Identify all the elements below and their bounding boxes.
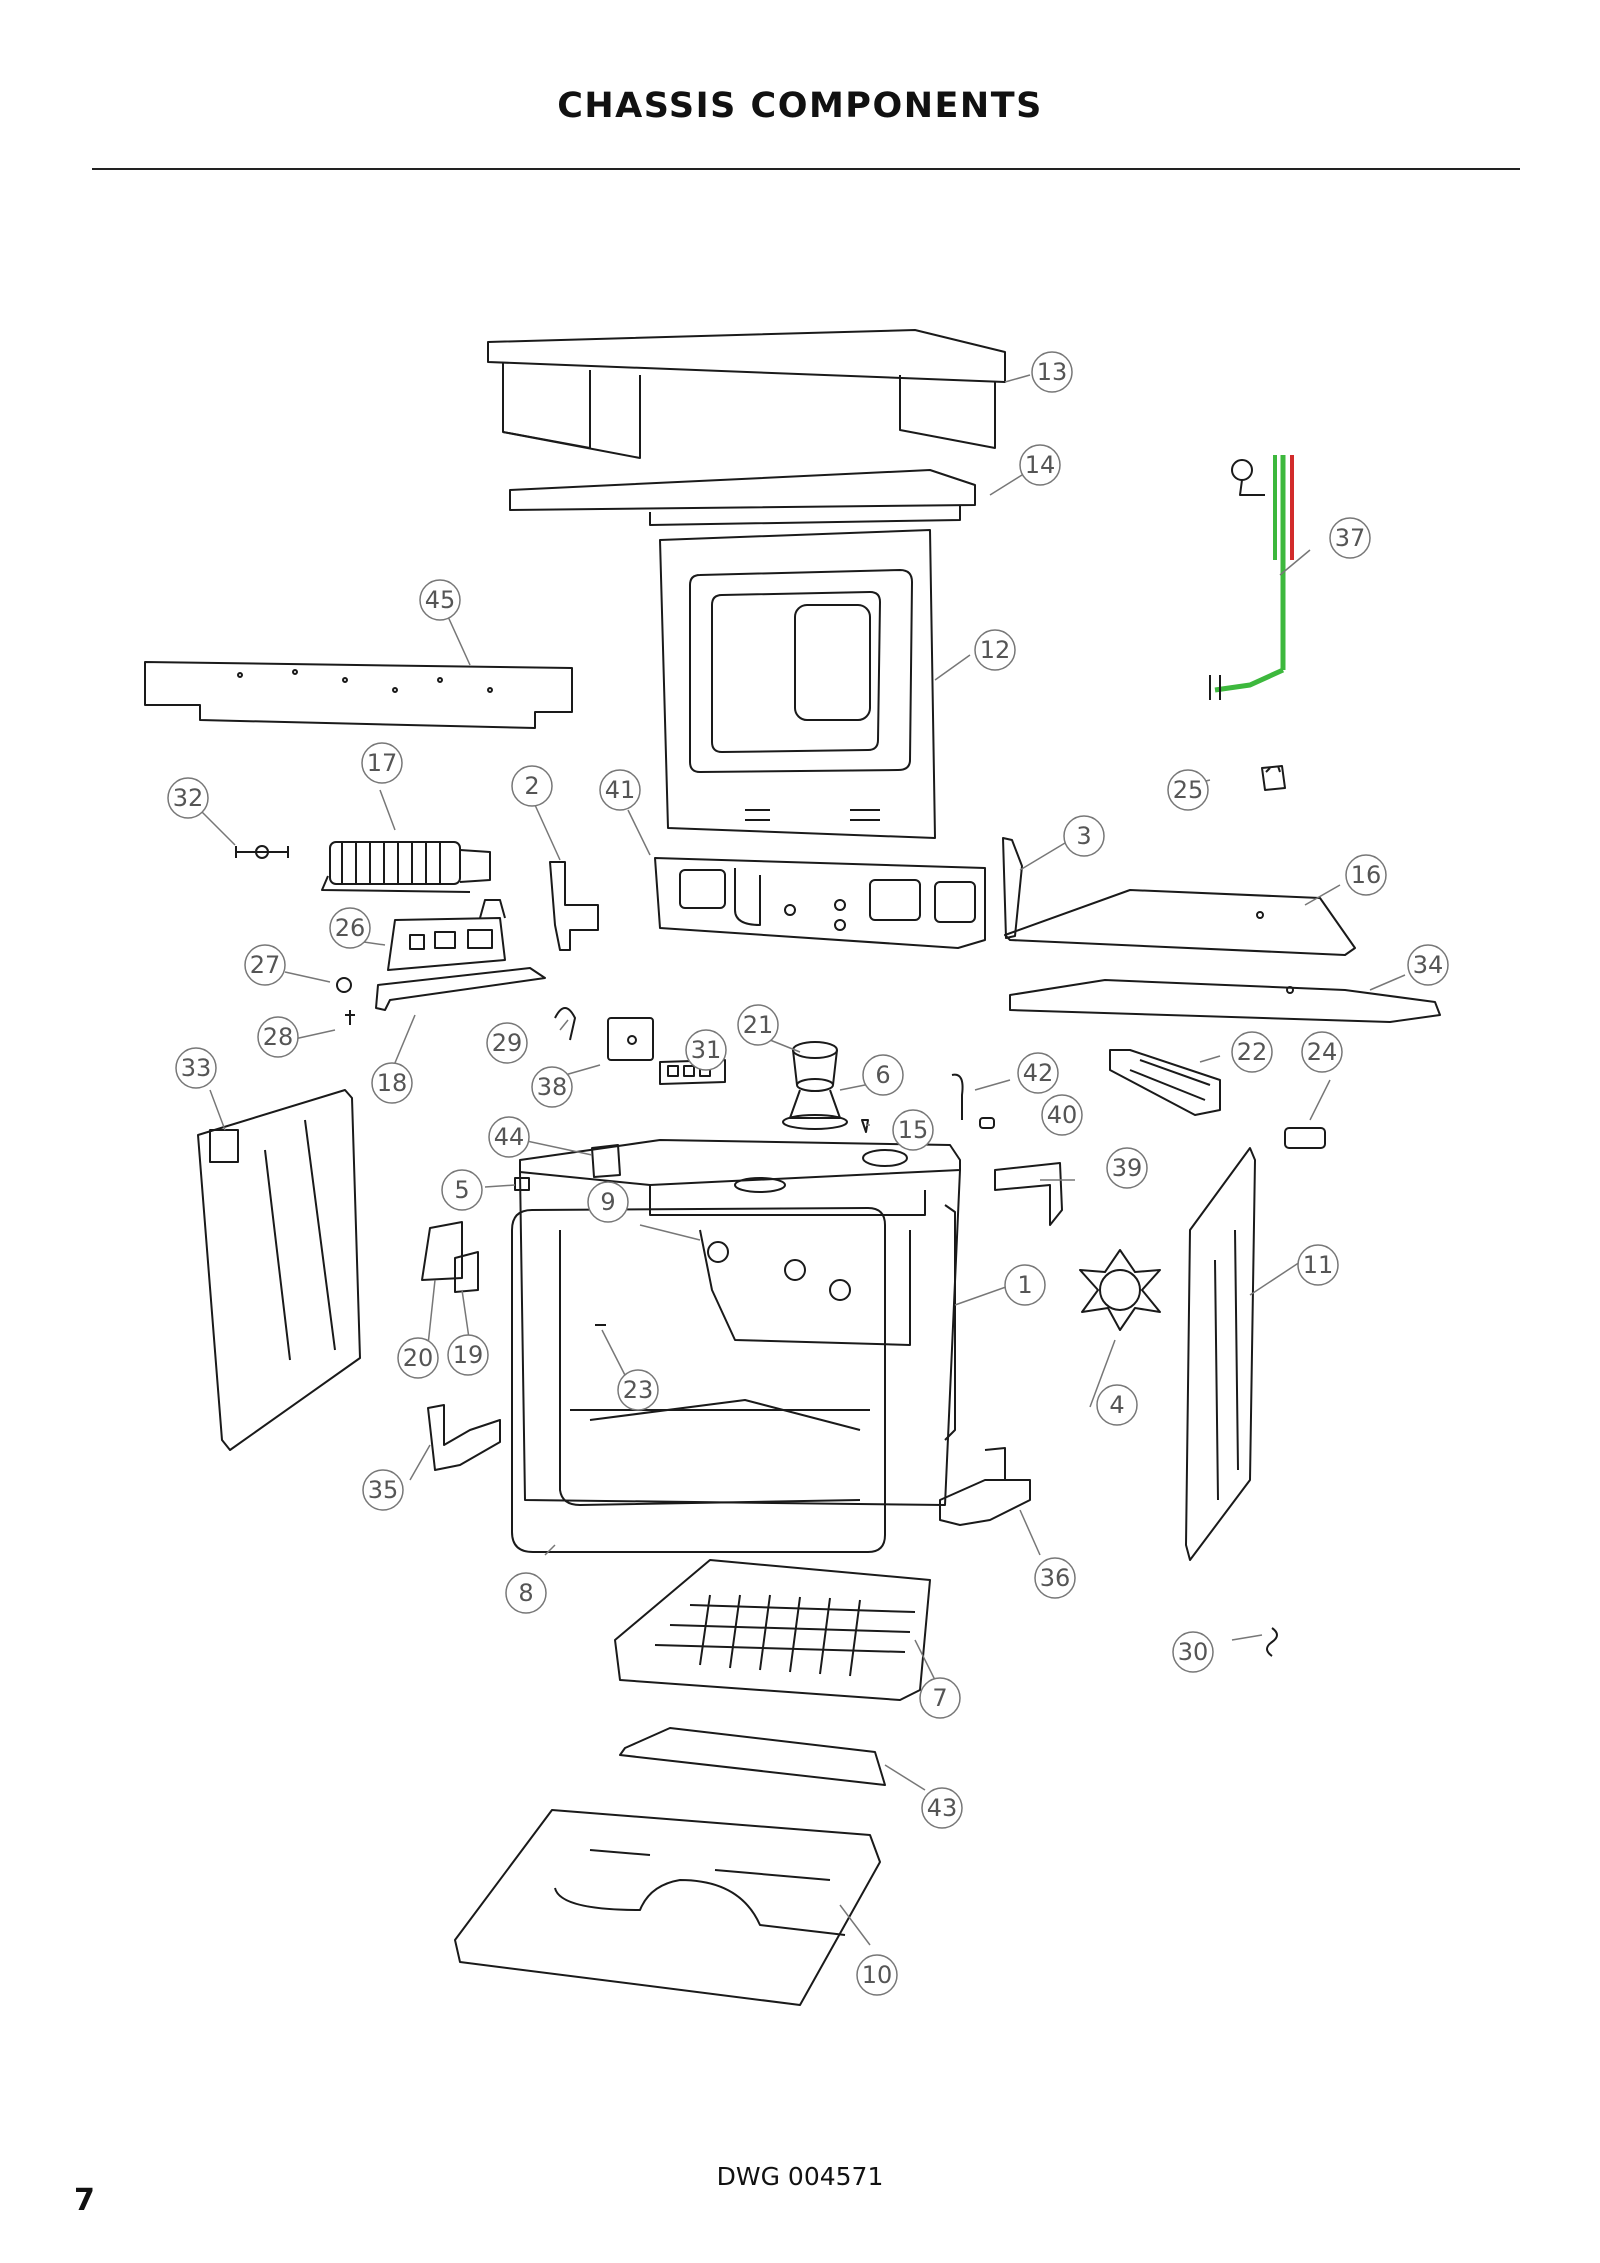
- callout-11: 11: [1303, 1251, 1334, 1279]
- part-bracket-5: [514, 1177, 530, 1191]
- part-screw-15: [861, 1119, 869, 1133]
- callout-3: 3: [1076, 822, 1091, 850]
- callout-19: 19: [453, 1341, 484, 1369]
- part-probe-42: [951, 1073, 964, 1120]
- callout-1: 1: [1017, 1271, 1032, 1299]
- callout-13: 13: [1037, 358, 1068, 386]
- part-hinge-36: [939, 1447, 1031, 1526]
- part-bracket-20: [421, 1221, 463, 1281]
- callout-5: 5: [454, 1176, 469, 1204]
- callout-9: 9: [600, 1188, 615, 1216]
- callout-27: 27: [250, 951, 281, 979]
- part-trim-rail: [144, 661, 573, 729]
- part-wire-harness: [1209, 455, 1294, 700]
- part-plug-40: [979, 1117, 995, 1129]
- callout-8: 8: [518, 1579, 533, 1607]
- callout-24: 24: [1307, 1038, 1338, 1066]
- part-oven-cavity: [519, 1139, 961, 1506]
- callout-16: 16: [1351, 861, 1382, 889]
- part-plate-16: [1004, 889, 1356, 956]
- part-plate-44: [591, 1144, 621, 1178]
- part-side-panel-33: [197, 1089, 361, 1451]
- callout-23: 23: [623, 1376, 654, 1404]
- part-terminal-block: [1109, 1049, 1221, 1116]
- callout-20: 20: [403, 1344, 434, 1372]
- callout-41: 41: [605, 776, 636, 804]
- part-convection-fan: [1079, 1249, 1161, 1331]
- callout-37: 37: [1335, 524, 1366, 552]
- callout-35: 35: [368, 1476, 399, 1504]
- callout-15: 15: [898, 1116, 929, 1144]
- part-top-cover: [487, 329, 1006, 459]
- callout-21: 21: [743, 1011, 774, 1039]
- callout-38: 38: [537, 1073, 568, 1101]
- callout-6: 6: [875, 1061, 890, 1089]
- part-bracket-3: [1002, 837, 1023, 939]
- part-clip-30: [1266, 1627, 1278, 1657]
- title-divider: [92, 168, 1520, 170]
- part-bracket-2: [549, 861, 599, 951]
- part-top-plate: [509, 469, 976, 526]
- callout-18: 18: [377, 1069, 408, 1097]
- callout-25: 25: [1173, 776, 1204, 804]
- callout-14: 14: [1025, 451, 1056, 479]
- callout-2: 2: [524, 772, 539, 800]
- callout-10: 10: [862, 1961, 893, 1989]
- page-title: CHASSIS COMPONENTS: [557, 86, 1043, 126]
- part-control-bracket: [654, 857, 986, 949]
- part-board-tray: [375, 967, 546, 1011]
- part-side-panel-11: [1185, 1147, 1256, 1561]
- part-control-board: [387, 899, 506, 971]
- callout-17: 17: [367, 749, 398, 777]
- part-door-frame: [511, 1207, 886, 1553]
- callout-31: 31: [691, 1036, 722, 1064]
- callout-44: 44: [494, 1123, 525, 1151]
- callout-7: 7: [932, 1684, 947, 1712]
- callout-30: 30: [1178, 1638, 1209, 1666]
- part-rear-panel: [659, 529, 936, 839]
- part-bracket-39: [994, 1162, 1063, 1226]
- part-grommet-27: [336, 977, 352, 993]
- part-lamp-24: [1284, 1127, 1326, 1149]
- part-bracket-38: [607, 1017, 654, 1061]
- part-fan-motor: [782, 1041, 848, 1130]
- callout-42: 42: [1023, 1059, 1054, 1087]
- callout-29: 29: [492, 1029, 523, 1057]
- part-wire-29: [554, 1007, 576, 1041]
- part-clip-28: [345, 1010, 355, 1025]
- part-connector-25: [1261, 765, 1286, 791]
- part-base-pan: [454, 1809, 881, 2006]
- callout-36: 36: [1040, 1564, 1071, 1592]
- callout-34: 34: [1413, 951, 1444, 979]
- part-sensor-32: [235, 845, 289, 859]
- callout-4: 4: [1109, 1391, 1124, 1419]
- callout-33: 33: [181, 1054, 212, 1082]
- callout-45: 45: [425, 586, 456, 614]
- part-oven-rack: [614, 1559, 931, 1701]
- page-number: 7: [74, 2183, 95, 2218]
- callout-40: 40: [1047, 1101, 1078, 1129]
- callout-43: 43: [927, 1794, 958, 1822]
- callout-26: 26: [335, 914, 366, 942]
- callout-28: 28: [263, 1023, 294, 1051]
- part-rail-34: [1009, 979, 1441, 1023]
- callout-39: 39: [1112, 1154, 1143, 1182]
- drawing-number: DWG 004571: [716, 2162, 884, 2191]
- part-hinge-35: [427, 1404, 501, 1471]
- part-trim-43: [619, 1727, 886, 1786]
- callout-22: 22: [1237, 1038, 1268, 1066]
- part-bracket-19: [454, 1251, 479, 1293]
- callout-12: 12: [980, 636, 1011, 664]
- part-cooling-fan: [321, 841, 491, 893]
- callout-32: 32: [173, 784, 204, 812]
